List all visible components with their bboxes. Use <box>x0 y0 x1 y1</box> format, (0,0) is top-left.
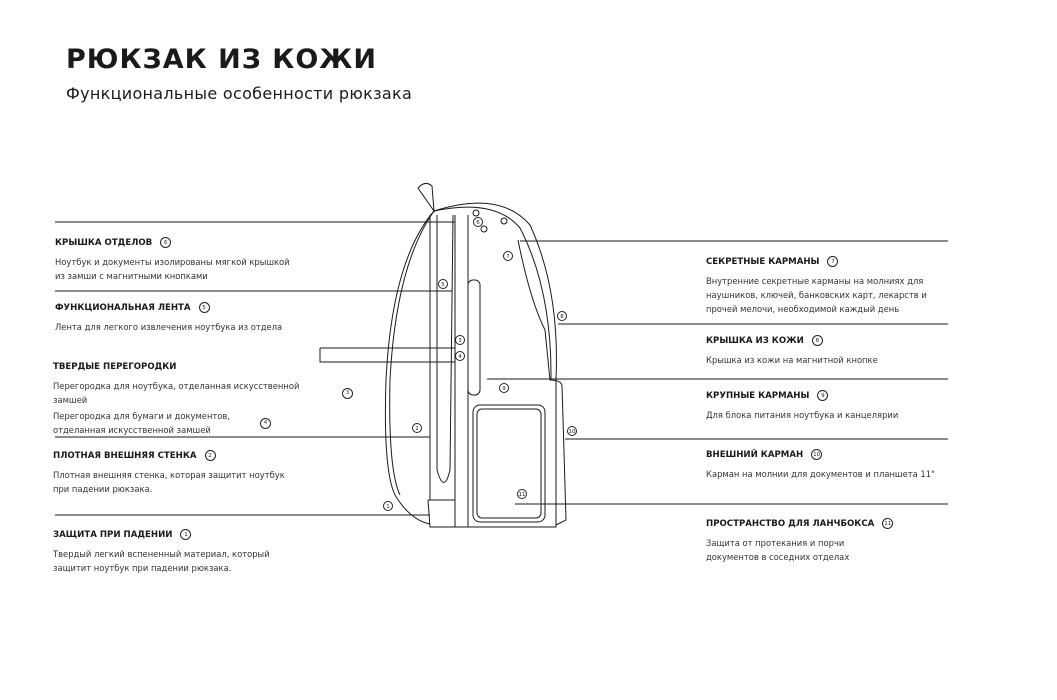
feature-text: прочей мелочи, необходимой каждый день <box>706 304 900 314</box>
marker-9: 9 <box>499 383 509 393</box>
marker-7: 7 <box>503 251 513 261</box>
feature-title: ПРОСТРАНСТВО ДЛЯ ЛАНЧБОКСА <box>706 518 875 529</box>
svg-text:4: 4 <box>458 354 462 360</box>
marker-1: 1 <box>383 501 393 511</box>
number-badge: 11 <box>882 518 894 529</box>
number-badge: 4 <box>260 417 272 429</box>
marker-5: 5 <box>438 279 448 289</box>
feature-strap: ФУНКЦИОНАЛЬНАЯ ЛЕНТА 5 Лента для легкого … <box>55 302 355 334</box>
feature-text: Внутренние секретные карманы на молниях … <box>706 276 924 286</box>
feature-text: Плотная внешняя стенка, которая защитит … <box>53 470 285 480</box>
number-badge: 7 <box>827 256 839 267</box>
svg-text:3: 3 <box>458 338 462 344</box>
feature-outer-wall: ПЛОТНАЯ ВНЕШНЯЯ СТЕНКА 2 Плотная внешняя … <box>53 450 353 496</box>
page-title: РЮКЗАК ИЗ КОЖИ <box>66 44 377 75</box>
feature-title: ТВЕРДЫЕ ПЕРЕГОРОДКИ <box>53 362 177 372</box>
page-subtitle: Функциональные особенности рюкзака <box>66 84 413 103</box>
feature-title: КРЫШКА ОТДЕЛОВ <box>55 237 153 248</box>
feature-partitions: ТВЕРДЫЕ ПЕРЕГОРОДКИ Перегородка для ноут… <box>53 362 353 437</box>
feature-text: Карман на молнии для документов и планше… <box>706 469 935 479</box>
feature-secret-pockets: СЕКРЕТНЫЕ КАРМАНЫ 7 Внутренние секретные … <box>706 256 1006 316</box>
number-badge: 3 <box>342 387 353 399</box>
feature-text: документов в соседних отделах <box>706 552 850 562</box>
feature-text: наушников, ключей, банковских карт, лека… <box>706 290 927 300</box>
feature-title: ЗАЩИТА ПРИ ПАДЕНИИ <box>53 529 173 540</box>
marker-2: 2 <box>412 423 422 433</box>
marker-10: 10 <box>567 426 577 436</box>
svg-text:2: 2 <box>415 426 419 432</box>
svg-text:5: 5 <box>441 282 445 288</box>
number-badge: 5 <box>198 302 210 313</box>
feature-title: СЕКРЕТНЫЕ КАРМАНЫ <box>706 256 820 267</box>
feature-title: ФУНКЦИОНАЛЬНАЯ ЛЕНТА <box>55 302 191 313</box>
svg-text:1: 1 <box>386 504 390 510</box>
feature-title: КРУПНЫЕ КАРМАНЫ <box>706 390 810 401</box>
feature-title: КРЫШКА ИЗ КОЖИ <box>706 335 804 346</box>
marker-4: 4 <box>455 351 465 361</box>
svg-text:9: 9 <box>502 386 506 392</box>
number-badge: 9 <box>817 390 829 401</box>
feature-text: Ноутбук и документы изолированы мягкой к… <box>55 257 290 267</box>
marker-6: 6 <box>473 217 483 227</box>
diagram-numbers: 1 2 3 4 5 6 7 8 9 10 11 <box>383 217 577 511</box>
marker-8: 8 <box>557 311 567 321</box>
feature-leather-flap: КРЫШКА ИЗ КОЖИ 8 Крышка из кожи на магнит… <box>706 335 1006 367</box>
svg-text:6: 6 <box>476 220 480 226</box>
marker-11: 11 <box>517 489 527 499</box>
feature-text: Перегородка для бумаги и документов, <box>53 411 231 421</box>
backpack-outline <box>384 182 567 528</box>
feature-text: Перегородка для ноутбука, отделанная иск… <box>53 381 300 405</box>
svg-text:10: 10 <box>569 429 576 435</box>
feature-outer-pocket: ВНЕШНИЙ КАРМАН 10 Карман на молнии для до… <box>706 449 1006 481</box>
feature-title: ПЛОТНАЯ ВНЕШНЯЯ СТЕНКА <box>53 450 197 461</box>
number-badge: 2 <box>204 450 216 461</box>
feature-text: Для блока питания ноутбука и канцелярии <box>706 410 899 420</box>
number-badge: 1 <box>180 529 192 540</box>
feature-text: Крышка из кожи на магнитной кнопке <box>706 355 878 365</box>
feature-divider-cover: КРЫШКА ОТДЕЛОВ 6 Ноутбук и документы изол… <box>55 237 355 283</box>
feature-lunchbox-space: ПРОСТРАНСТВО ДЛЯ ЛАНЧБОКСА 11 Защита от п… <box>706 518 1006 564</box>
marker-3: 3 <box>455 335 465 345</box>
number-badge: 8 <box>811 335 823 346</box>
svg-text:8: 8 <box>560 314 564 320</box>
leader-lines <box>55 221 948 516</box>
feature-large-pockets: КРУПНЫЕ КАРМАНЫ 9 Для блока питания ноутб… <box>706 390 1006 422</box>
svg-text:11: 11 <box>519 492 526 498</box>
svg-text:7: 7 <box>506 254 510 260</box>
feature-text: отделанная искусственной замшей <box>53 425 211 435</box>
feature-text: Лента для легкого извлечения ноутбука из… <box>55 322 283 332</box>
feature-text: Защита от протекания и порчи <box>706 538 845 548</box>
feature-text: из замши с магнитными кнопками <box>55 271 208 281</box>
number-badge: 10 <box>811 449 823 460</box>
number-badge: 6 <box>160 237 172 248</box>
feature-title: ВНЕШНИЙ КАРМАН <box>706 449 804 460</box>
feature-text: защитит ноутбук при падении рюкзака. <box>53 563 232 573</box>
feature-text: Твердый легкий вспененный материал, кото… <box>53 549 270 559</box>
feature-drop-protection: ЗАЩИТА ПРИ ПАДЕНИИ 1 Твердый легкий вспен… <box>53 529 353 575</box>
feature-text: при падении рюкзака. <box>53 484 153 494</box>
